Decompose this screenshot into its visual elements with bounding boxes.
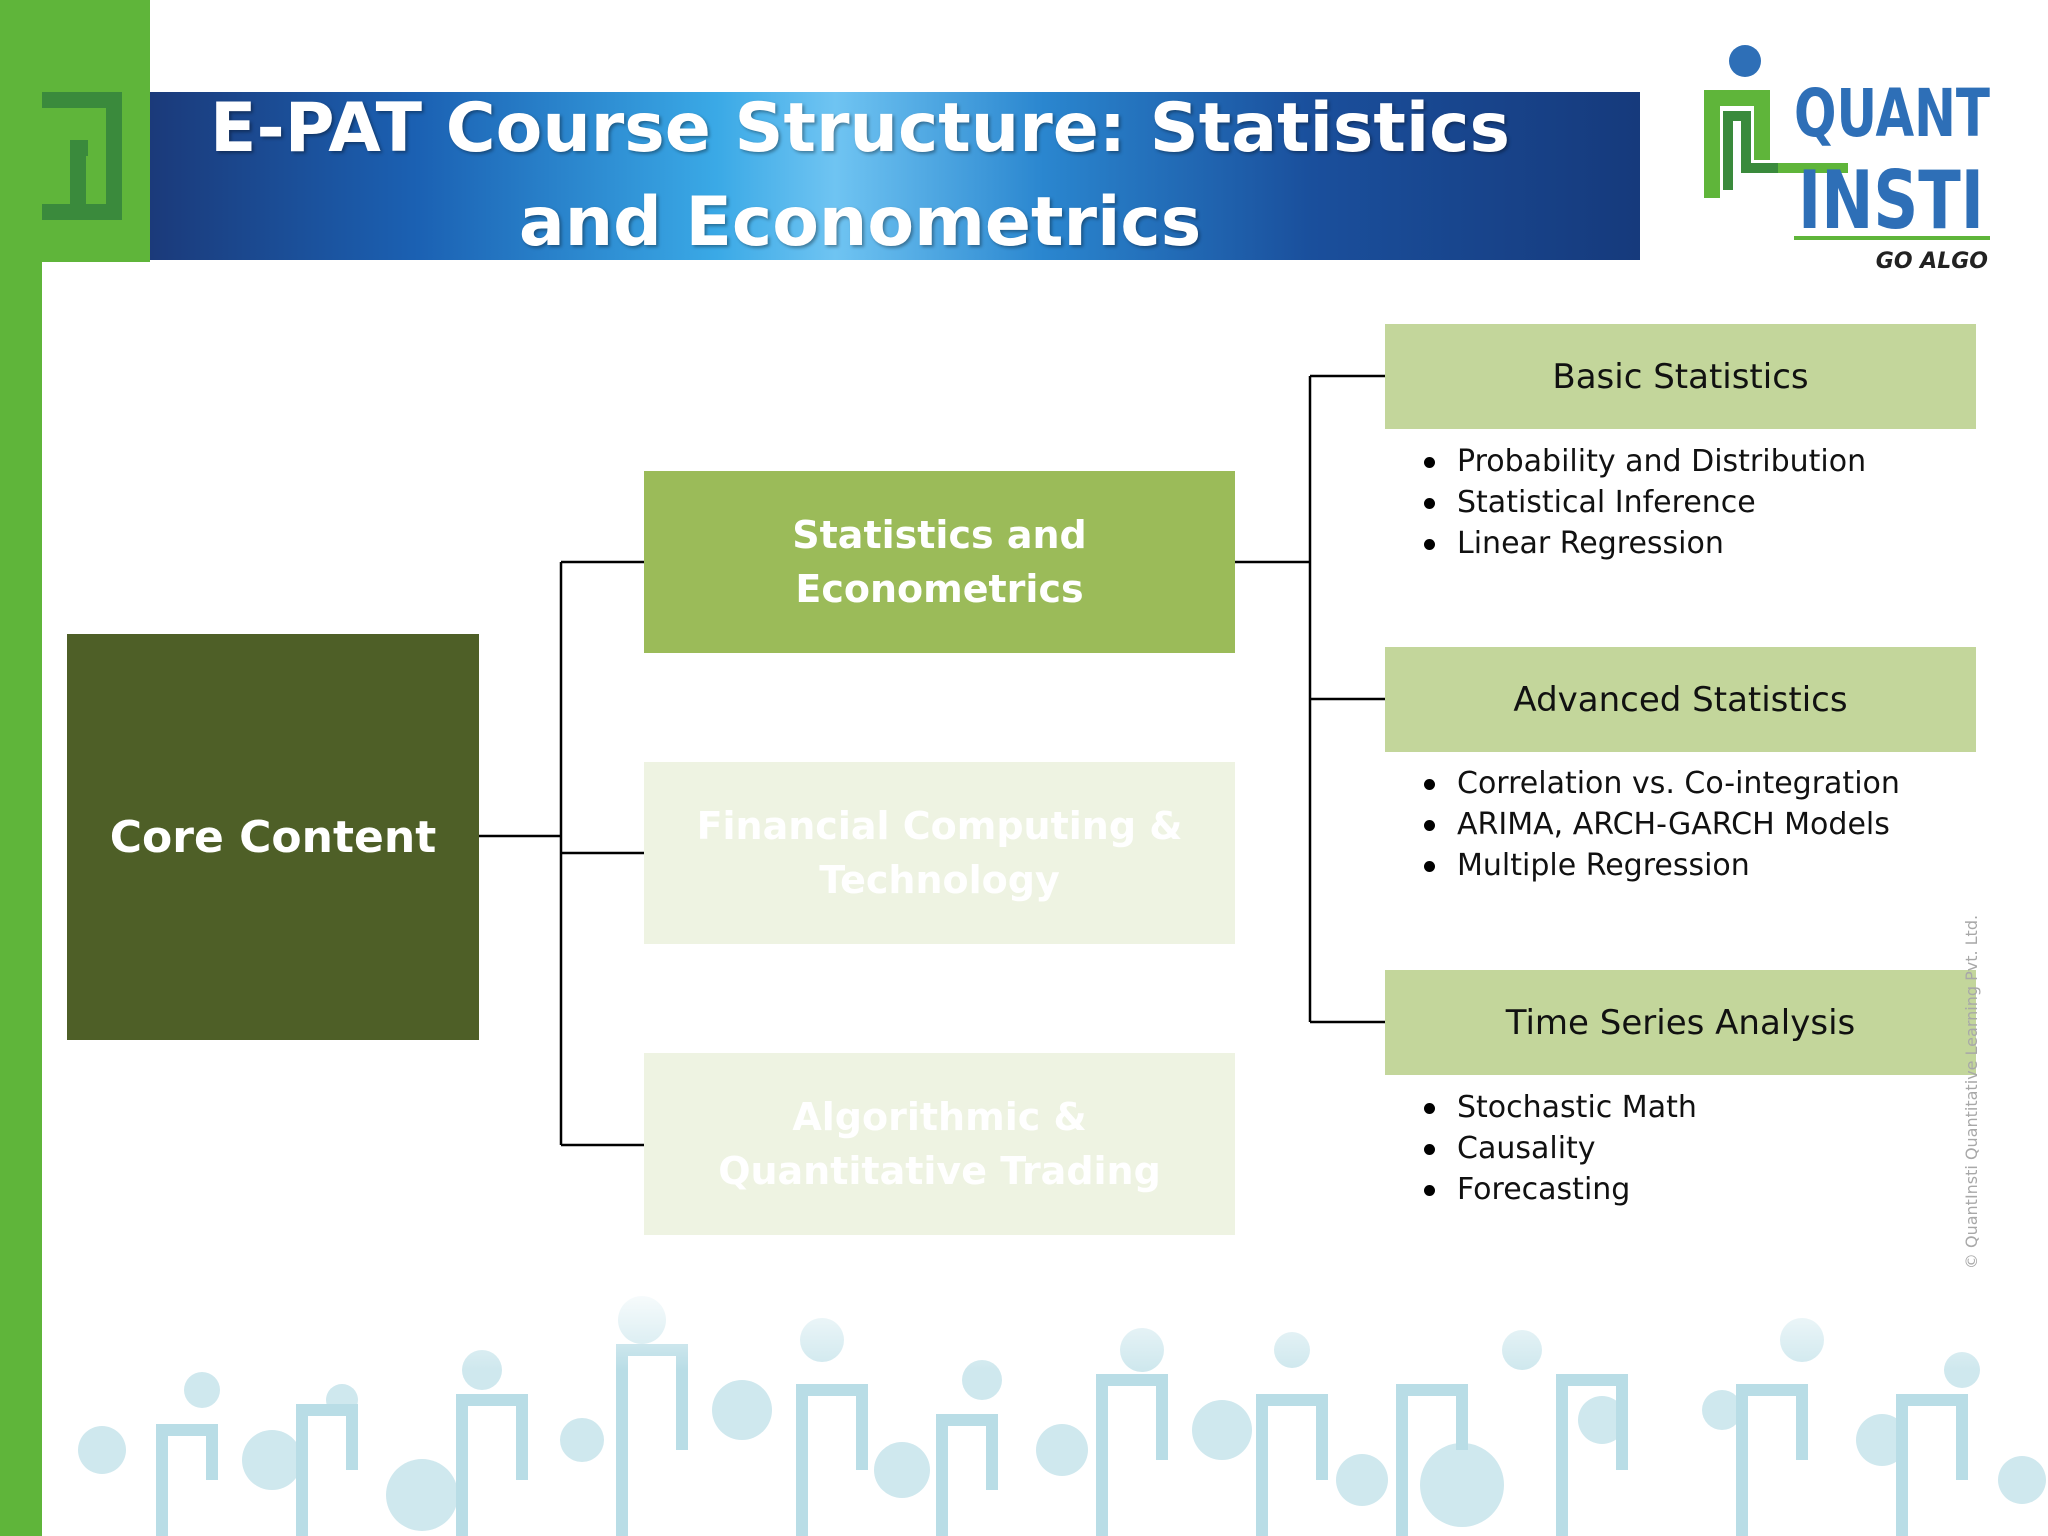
list-item: ARIMA, ARCH-GARCH Models [1420,804,1980,845]
corner-logo-icon [42,92,122,220]
topic-box-advanced-statistics: Advanced Statistics [1385,647,1976,752]
module-label: Statistics and Econometrics [792,513,1087,611]
module-label: Financial Computing & Technology [696,804,1183,902]
topic-label: Advanced Statistics [1513,679,1848,720]
header-banner: E-PAT Course Structure: Statistics and E… [150,89,1640,262]
list-item: Correlation vs. Co-integration [1420,763,1980,804]
topic-list-basic-statistics: Probability and Distribution Statistical… [1420,441,1980,564]
list-item: Probability and Distribution [1420,441,1980,482]
core-content-box: Core Content [67,634,479,1040]
core-content-label: Core Content [109,811,437,863]
logo-word-bottom: INSTI [1798,154,1984,247]
list-item: Statistical Inference [1420,482,1980,523]
footer-decorative-pattern [42,1280,2048,1536]
list-item: Causality [1420,1128,1980,1169]
logo-word-top: QUANT [1794,75,1990,152]
module-box-statistics: Statistics and Econometrics [644,471,1235,653]
list-item: Linear Regression [1420,523,1980,564]
module-label: Algorithmic & Quantitative Trading [718,1095,1161,1193]
topic-box-time-series: Time Series Analysis [1385,970,1976,1075]
list-item: Stochastic Math [1420,1087,1980,1128]
topic-box-basic-statistics: Basic Statistics [1385,324,1976,429]
topic-label: Basic Statistics [1552,356,1809,397]
topic-list-time-series: Stochastic Math Causality Forecasting [1420,1087,1980,1210]
logo-tagline: GO ALGO [1876,249,1988,274]
topic-list-advanced-statistics: Correlation vs. Co-integration ARIMA, AR… [1420,763,1980,886]
logo-dot-icon [1729,45,1761,77]
module-box-algo-trading: Algorithmic & Quantitative Trading [644,1053,1235,1235]
copyright-text: © QuantInsti Quantitative Learning Pvt. … [1962,914,1981,1270]
list-item: Multiple Regression [1420,845,1980,886]
topic-label: Time Series Analysis [1505,1002,1856,1043]
quantinsti-logo: QUANT INSTI GO ALGO [1704,45,1990,274]
module-box-financial-computing: Financial Computing & Technology [644,762,1235,944]
page-title: E-PAT Course Structure: Statistics and E… [210,89,1510,262]
list-item: Forecasting [1420,1169,1980,1210]
